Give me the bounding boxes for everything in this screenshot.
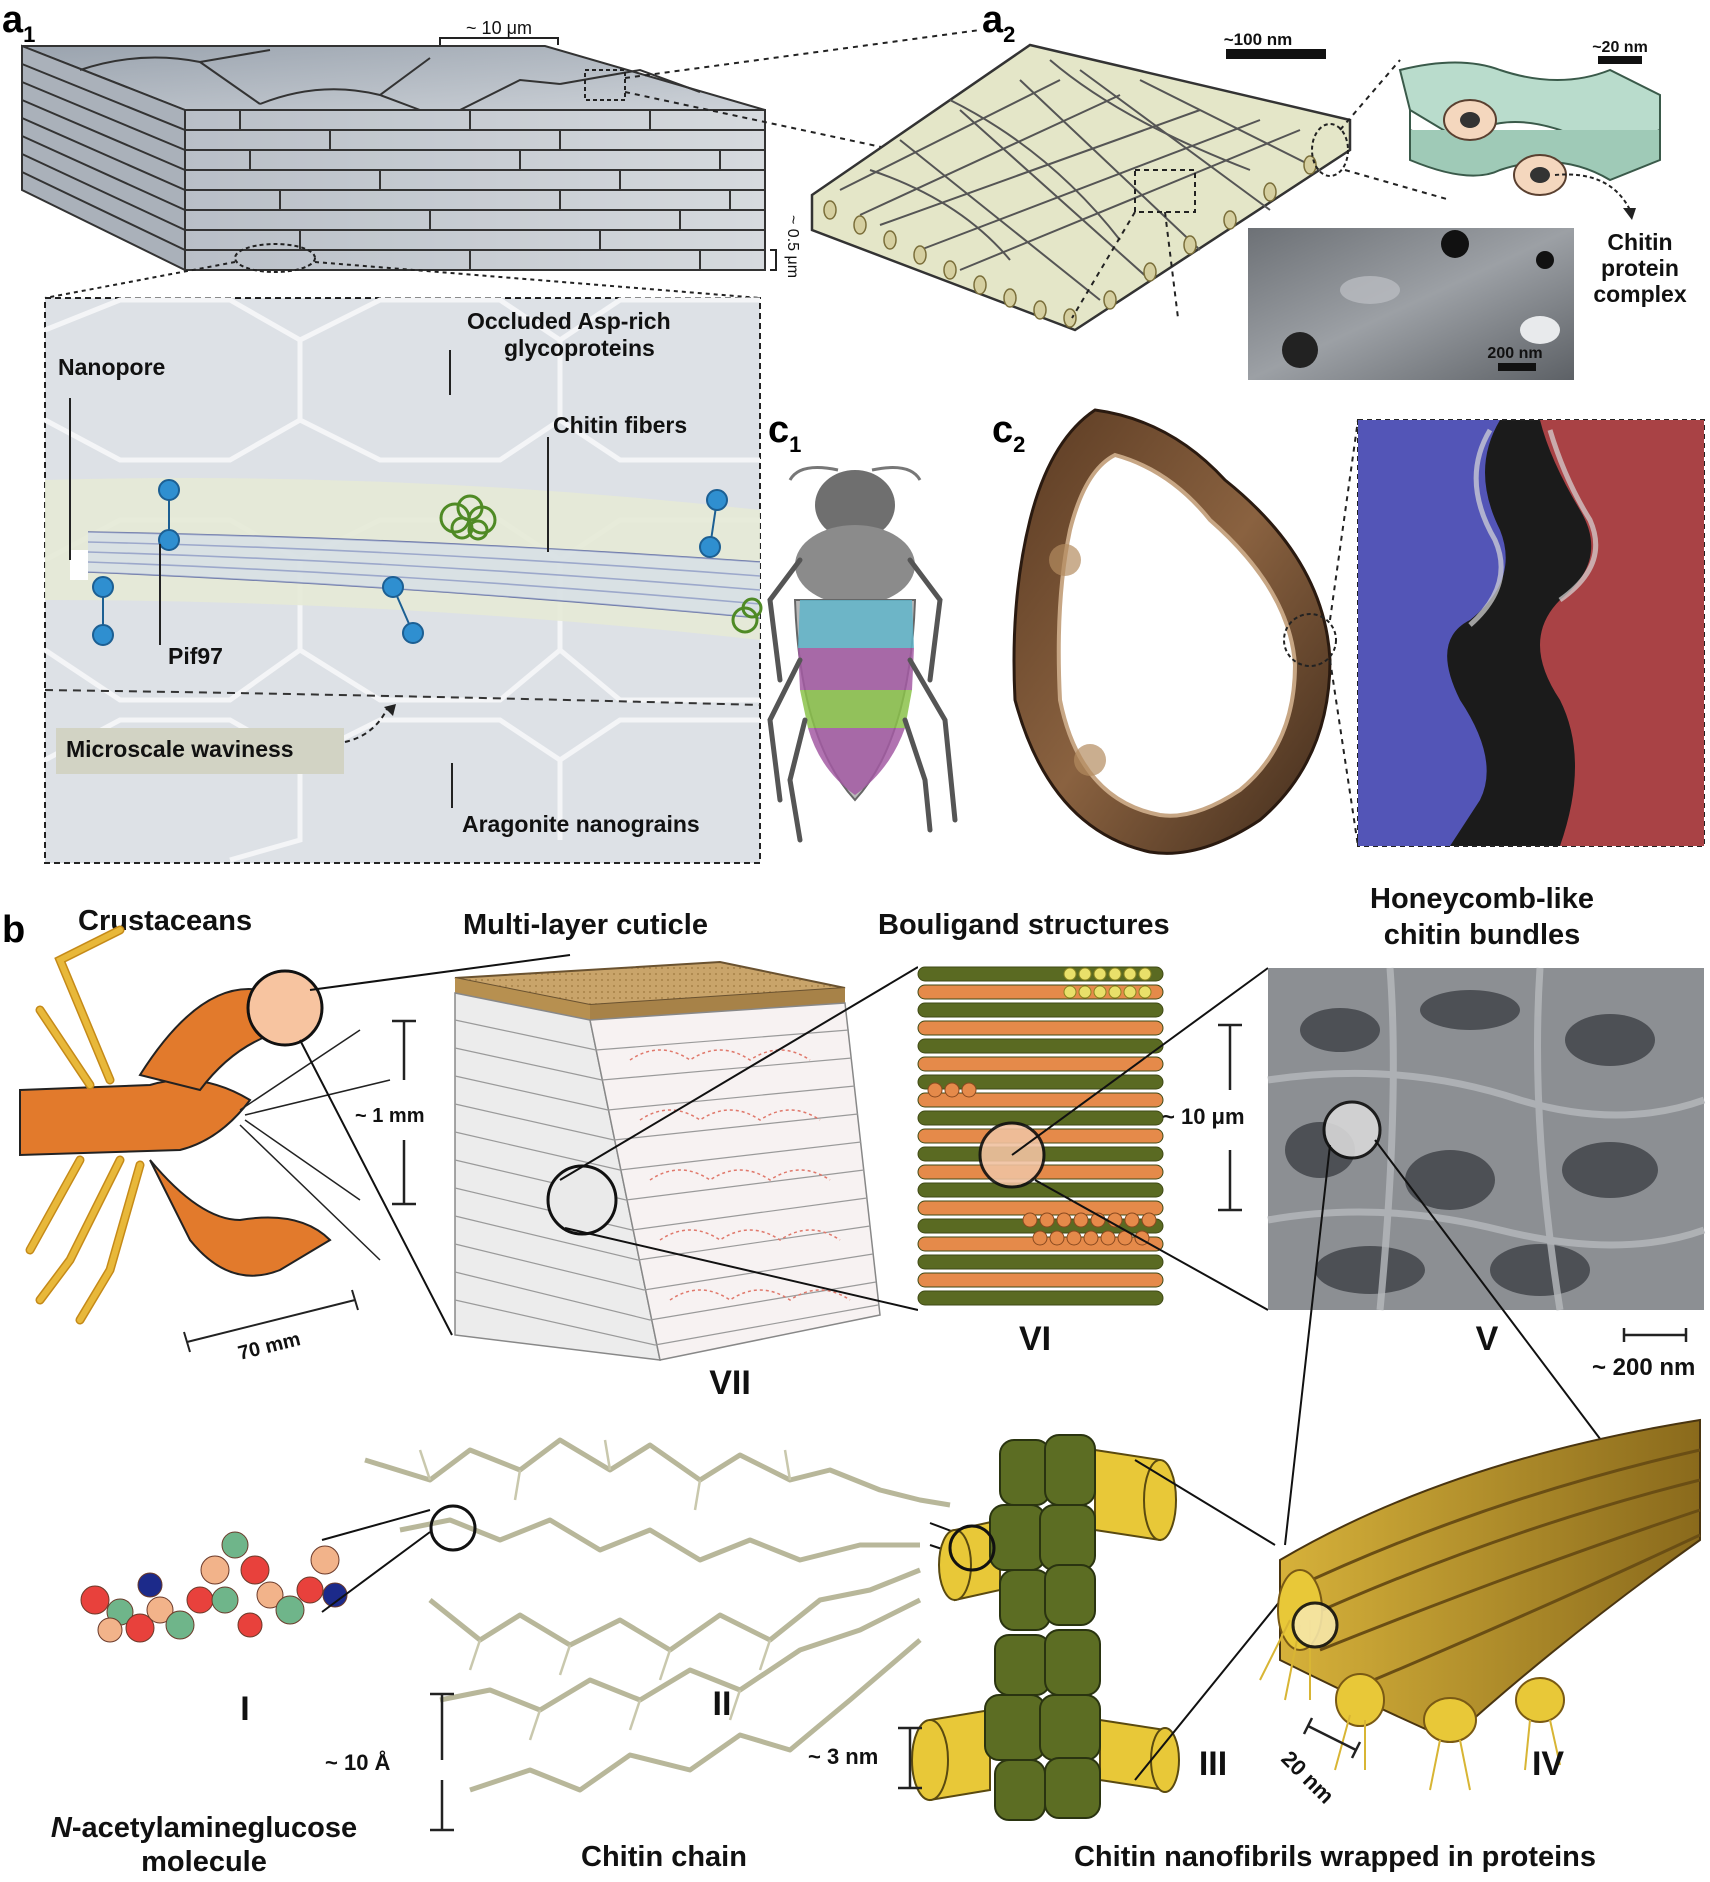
nacre-layered-block: [21, 44, 766, 273]
label-roman-II: II: [713, 1685, 732, 1723]
bouligand-stack: [917, 966, 1164, 1312]
label-roman-V: V: [1476, 1320, 1499, 1358]
label-nanopore: Nanopore: [58, 354, 165, 380]
panel-label-c1: c1: [768, 409, 801, 457]
suture-sem-image: [1357, 419, 1705, 847]
svg-text:~100 nm: ~100 nm: [1224, 30, 1293, 49]
zoom-lines-lobster: [299, 954, 571, 1336]
label-roman-VII: VII: [709, 1364, 751, 1402]
label-pif97: Pif97: [168, 643, 223, 669]
label-honeycomb-line2: chitin bundles: [1384, 919, 1581, 951]
svg-text:~20 nm: ~20 nm: [1592, 39, 1648, 56]
label-molecule: molecule: [141, 1846, 267, 1878]
label-honeycomb-line1: Honeycomb-like: [1370, 883, 1594, 915]
label-chitin-protein-complex-1: Chitin: [1607, 229, 1672, 255]
organic-membrane-sheet: [810, 43, 1352, 332]
svg-text:~ 10 Å: ~ 10 Å: [325, 1749, 391, 1775]
nacre-zoom-inset: [43, 297, 763, 864]
honeycomb-sem-image: [1267, 967, 1706, 1311]
svg-text:~ 3 nm: ~ 3 nm: [808, 1744, 878, 1769]
label-chitin-nanofibrils: Chitin nanofibrils wrapped in proteins: [1074, 1841, 1596, 1873]
svg-text:70 mm: 70 mm: [236, 1328, 303, 1365]
label-chitin-fibers: Chitin fibers: [553, 412, 687, 438]
panel-a1: a1 ~ 10 μm ~ 0.5 μm: [2, 0, 801, 864]
label-chitin-protein-complex-3: complex: [1593, 281, 1687, 307]
panel-label-c2: c2: [992, 409, 1025, 457]
svg-text:~ 10 μm: ~ 10 μm: [1162, 1104, 1245, 1129]
svg-text:~ 1 mm: ~ 1 mm: [355, 1105, 424, 1127]
zoom-lines-a1: [44, 261, 761, 299]
scale-bar-1mm: ~ 1 mm: [355, 1019, 424, 1206]
label-n-acetylamineglucose: N-acetylamineglucose: [51, 1812, 357, 1844]
svg-text:20 nm: 20 nm: [1276, 1746, 1339, 1809]
label-roman-I: I: [240, 1690, 249, 1728]
label-chitin-chain: Chitin chain: [581, 1841, 747, 1873]
label-roman-VI: VI: [1019, 1320, 1051, 1358]
panel-a2: a2 ~100 nm: [624, 0, 1687, 380]
panel-label-a1: a1: [2, 0, 35, 47]
scale-bar-20nm: ~20 nm: [1592, 39, 1648, 64]
scale-bar-20nm-bundle: 20 nm: [1276, 1717, 1362, 1809]
beetle-ct-render: [767, 466, 958, 843]
scale-bar-3nm: ~ 3 nm: [808, 1726, 922, 1790]
label-roman-IV: IV: [1532, 1745, 1564, 1783]
svg-text:~ 200 nm: ~ 200 nm: [1592, 1354, 1695, 1381]
coiled-protein: [439, 494, 763, 634]
svg-text:~ 10 μm: ~ 10 μm: [466, 18, 532, 38]
nag-molecule-spacefill: [80, 1509, 431, 1643]
lobster-drawing: [19, 925, 391, 1325]
label-glycoproteins-line1: Occluded Asp-rich: [467, 308, 671, 334]
chitin-nanofibrils-drawing: [911, 1434, 1286, 1821]
label-crustaceans: Crustaceans: [78, 905, 252, 937]
scale-bar-0-5um: ~ 0.5 μm: [770, 215, 801, 278]
scale-bar-200nm: ~ 200 nm: [1592, 1328, 1695, 1381]
scale-bar-100nm: ~100 nm: [1224, 30, 1326, 59]
scale-bar-10A: ~ 10 Å: [325, 1692, 454, 1832]
label-microscale-waviness: Microscale waviness: [66, 736, 294, 762]
label-glycoproteins-line2: glycoproteins: [504, 335, 655, 361]
label-aragonite-nanograins: Aragonite nanograins: [462, 811, 700, 837]
svg-text:~ 0.5 μm: ~ 0.5 μm: [784, 215, 801, 278]
panel-label-a2: a2: [982, 0, 1015, 47]
multi-layer-cuticle-block: [454, 960, 881, 1361]
scale-bar-10um-bouligand: ~ 10 μm: [1162, 1023, 1245, 1212]
panel-label-b: b: [2, 909, 25, 951]
panel-c1: c1: [767, 409, 958, 843]
label-chitin-protein-complex-2: protein: [1601, 255, 1679, 281]
label-multi-layer-cuticle: Multi-layer cuticle: [463, 909, 708, 941]
scale-bar-70mm: 70 mm: [183, 1289, 359, 1365]
zoom-lines-cuticle: [559, 966, 919, 1311]
chitin-bundle-drawing: [1259, 1418, 1701, 1791]
elytra-cross-section: [1012, 408, 1337, 855]
label-roman-III: III: [1199, 1745, 1227, 1783]
panel-c2: c2: [992, 408, 1705, 855]
sem-membrane-image: 200 nm: [1248, 228, 1574, 380]
chitin-chain-drawing: [364, 1437, 976, 1793]
panel-b: b Crustaceans 70 mm Multi-l: [2, 883, 1706, 1878]
chitin-protein-complex-3d: [1398, 61, 1661, 220]
nanopore-gap: [70, 550, 88, 580]
label-bouligand-structures: Bouligand structures: [878, 909, 1170, 941]
scale-bar-10um: ~ 10 μm: [439, 18, 559, 45]
pif97-glycoproteins: [92, 479, 728, 646]
zoom-lines-bouligand: [1011, 967, 1269, 1311]
svg-text:200 nm: 200 nm: [1487, 345, 1542, 362]
